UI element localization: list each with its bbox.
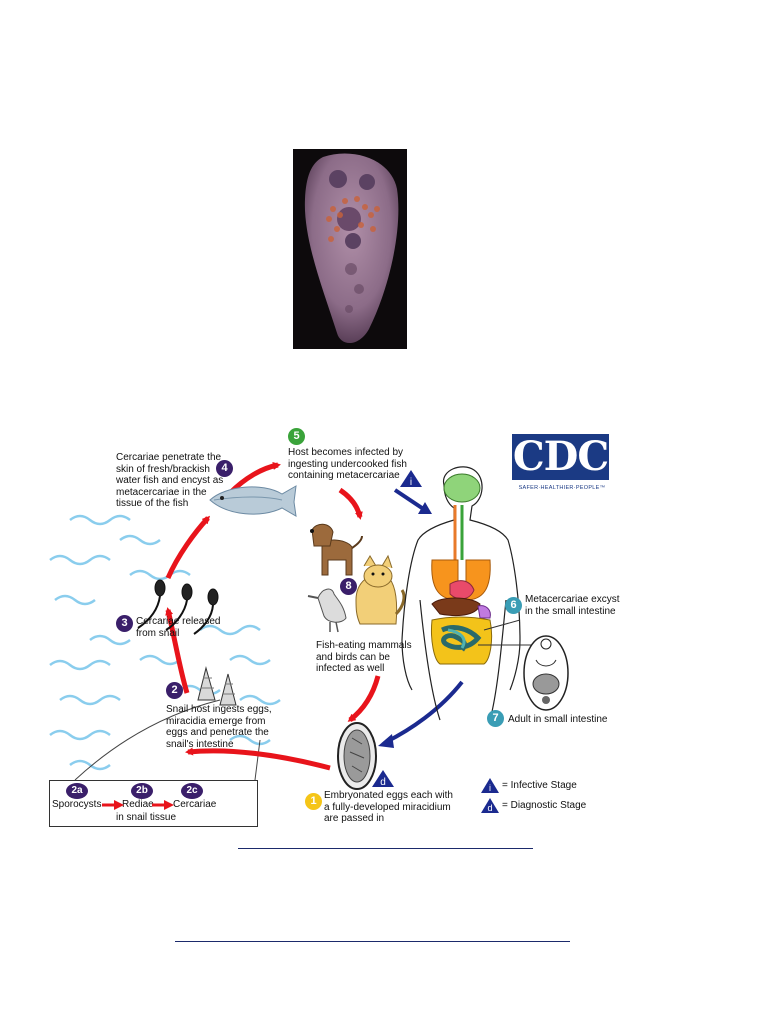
infective-stage-marker: i xyxy=(400,470,422,487)
dog-illustration xyxy=(310,523,363,576)
step-2-badge: 2 xyxy=(166,682,183,699)
snail-illustration xyxy=(197,666,237,706)
svg-text:d: d xyxy=(487,803,492,813)
cat-illustration xyxy=(355,554,406,625)
organs-illustration xyxy=(431,473,535,665)
step-2-text: Snail host ingests eggs,miracidia emerge… xyxy=(166,704,272,750)
embryonated-egg-illustration xyxy=(337,722,377,790)
step-8-badge: 8 xyxy=(340,578,357,595)
step-4-badge: 4 xyxy=(216,460,233,477)
svg-text:i: i xyxy=(489,783,491,793)
snail-tissue-caption: in snail tissue xyxy=(116,812,177,823)
legend-diagnostic-label: = Diagnostic Stage xyxy=(502,800,587,811)
fish-illustration xyxy=(209,485,297,517)
svg-text:i: i xyxy=(410,477,412,487)
cercariae-illustration xyxy=(137,579,219,635)
cdc-tagline: SAFER·HEALTHIER·PEOPLE™ xyxy=(518,485,606,491)
legend-infective-symbol: i xyxy=(481,778,499,793)
step-1-badge: 1 xyxy=(305,793,322,810)
sporocysts-label: Sporocysts xyxy=(52,799,102,810)
step-2b-badge: 2b xyxy=(131,783,153,799)
arrow-2a-to-2b xyxy=(102,800,124,810)
life-cycle-diagram xyxy=(49,461,569,790)
step-5-badge: 5 xyxy=(288,428,305,445)
adult-fluke-illustration xyxy=(523,635,569,711)
legend-diagnostic-symbol: d xyxy=(481,798,499,813)
bird-illustration xyxy=(307,588,347,633)
step-6-badge: 6 xyxy=(505,597,522,614)
legend-infective-label: = Infective Stage xyxy=(502,780,577,791)
cercariae-label: Cercariae xyxy=(173,799,217,810)
step-7-badge: 7 xyxy=(487,710,504,727)
human-figure-illustration xyxy=(401,466,521,721)
fluke-specimen-image xyxy=(293,149,407,349)
cdc-logo: CDC xyxy=(512,433,609,480)
blue-arrows xyxy=(378,488,464,748)
step-2a-badge: 2a xyxy=(66,783,88,799)
diagnostic-stage-marker: d xyxy=(372,770,394,787)
rediae-label: Rediae xyxy=(122,799,154,810)
step-3-badge: 3 xyxy=(116,615,133,632)
arrow-2b-to-2c xyxy=(152,800,174,810)
divider-line-1 xyxy=(238,848,533,849)
step-2c-badge: 2c xyxy=(181,783,203,799)
divider-line-2 xyxy=(175,941,570,942)
svg-text:d: d xyxy=(380,777,386,787)
step-7-text: Adult in small intestine xyxy=(508,714,608,725)
